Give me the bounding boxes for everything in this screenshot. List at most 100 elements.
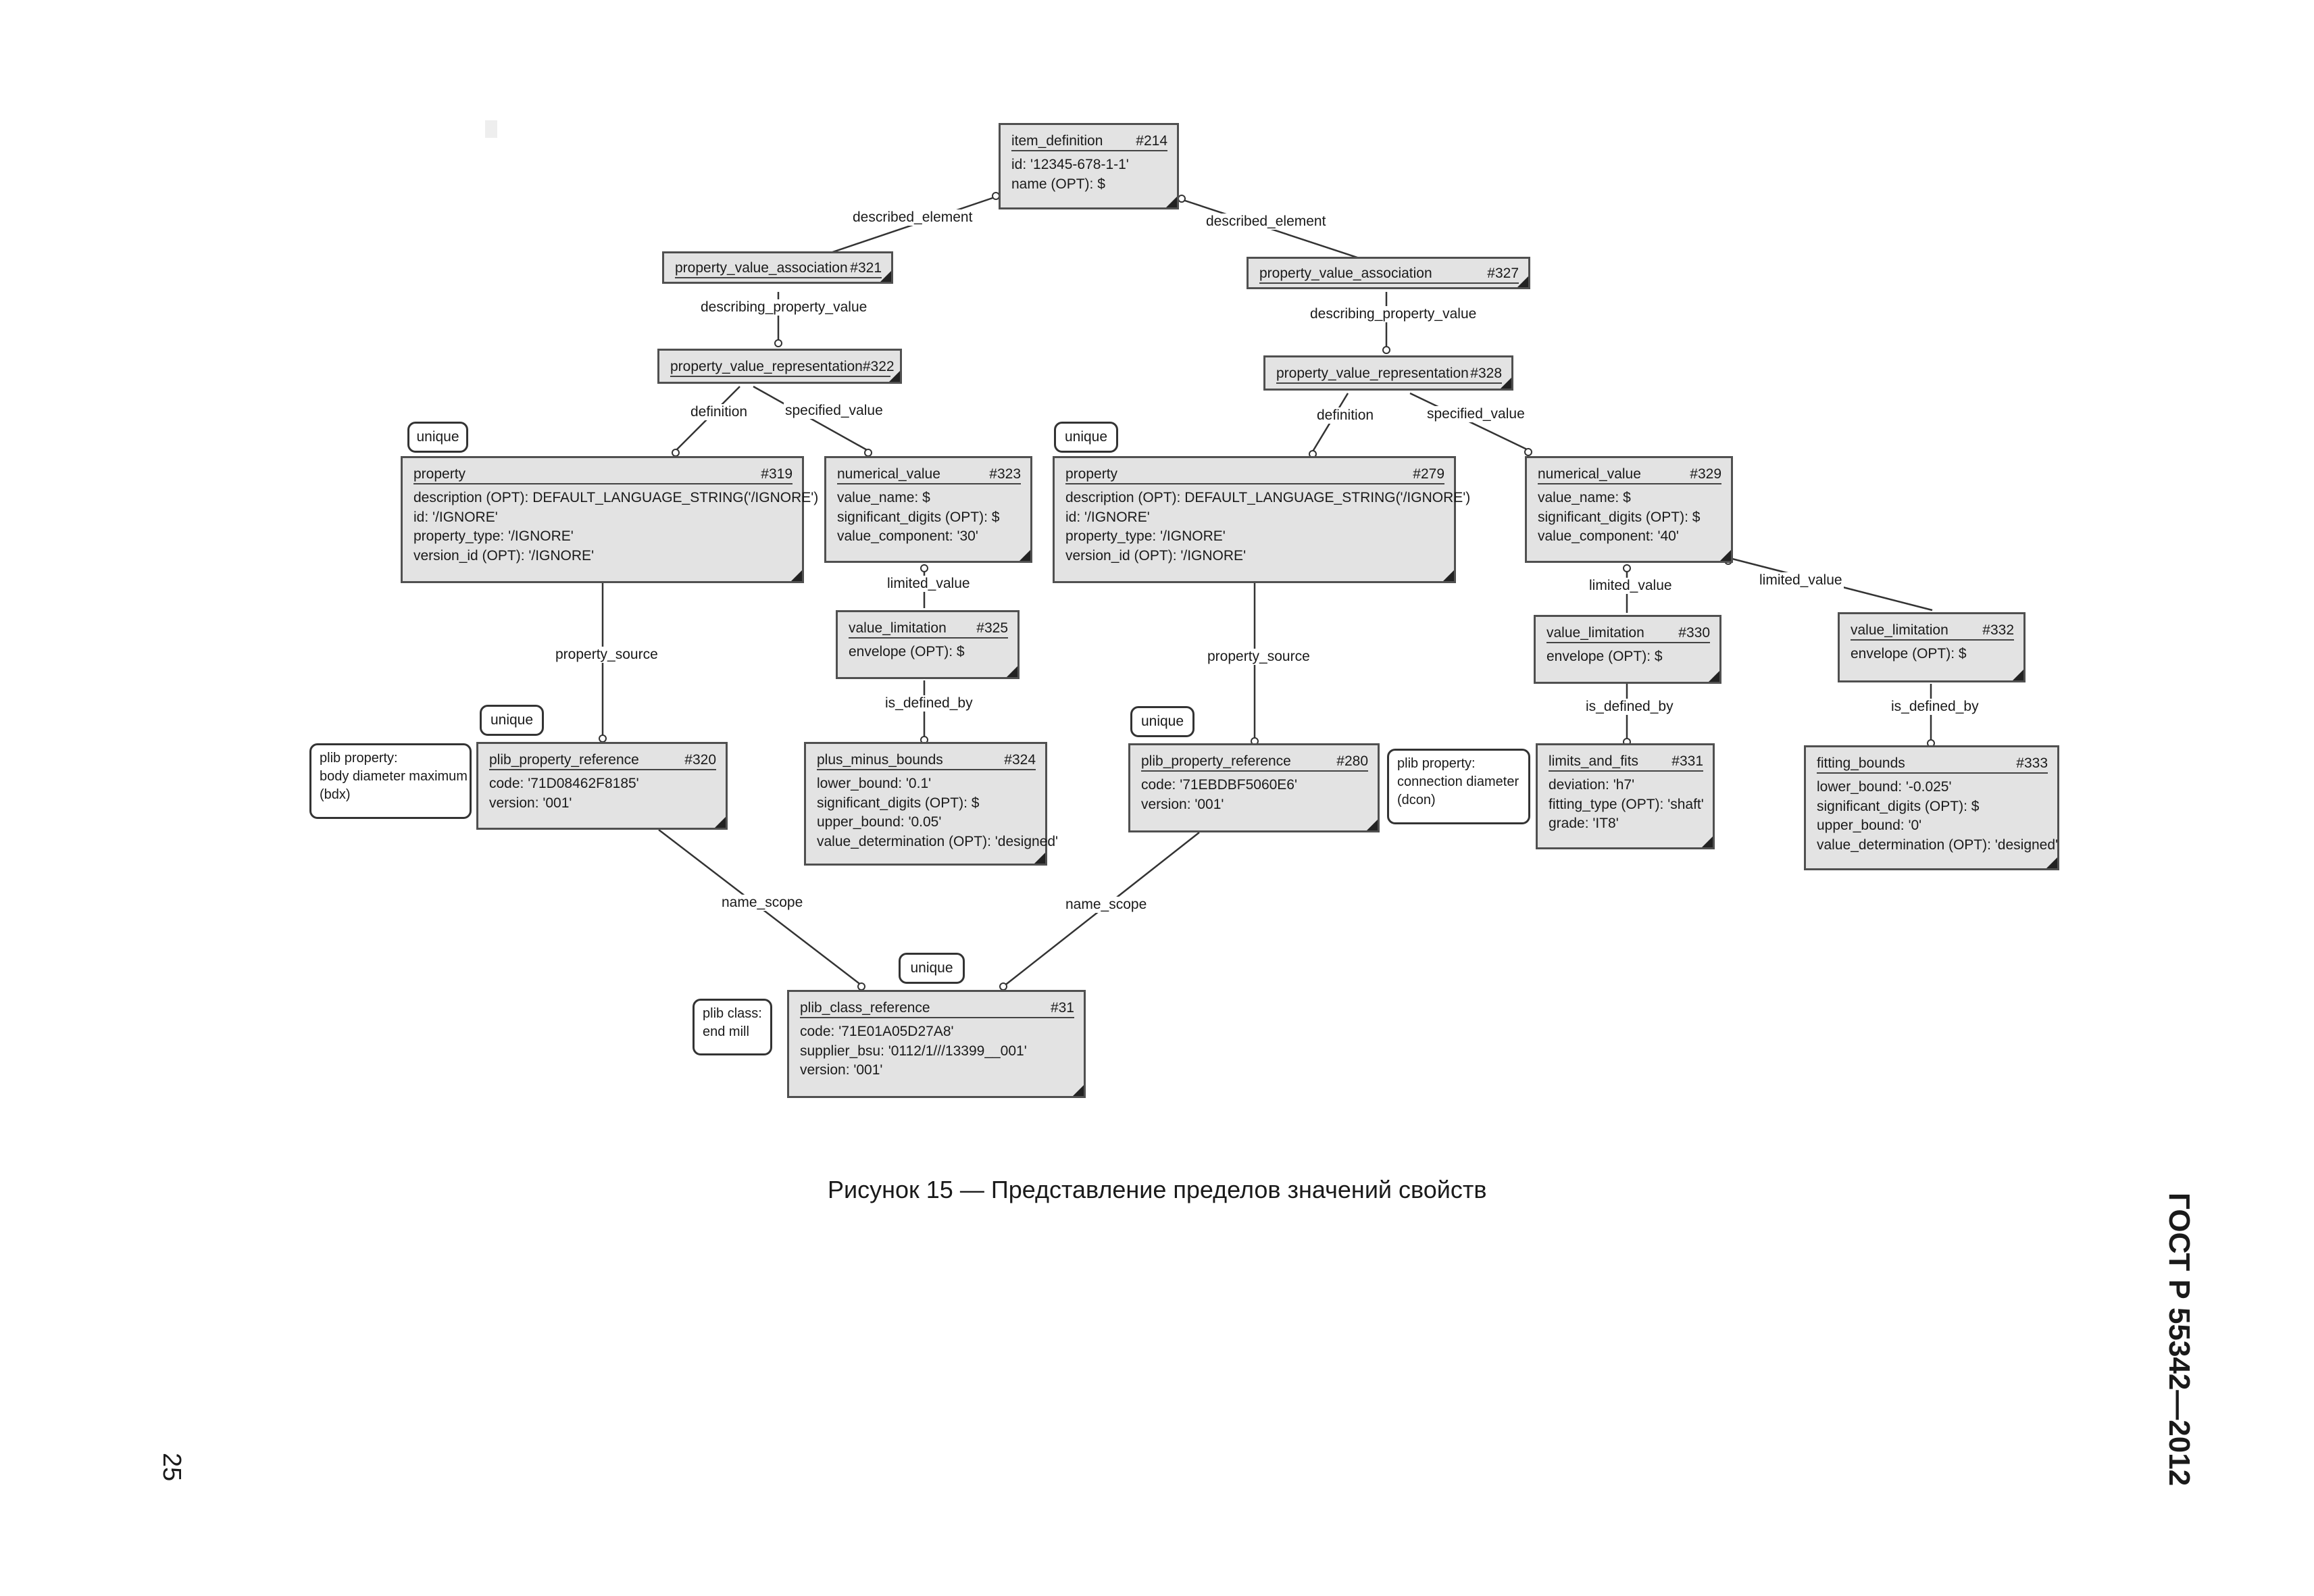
entity-name: fitting_bounds xyxy=(1817,755,1905,771)
entity-id: #332 xyxy=(1982,622,2014,638)
relation-label-name-scope: name_scope xyxy=(720,895,805,911)
entity-plus-minus-bounds-324: plus_minus_bounds #324 lower_bound: '0.1'… xyxy=(804,742,1059,866)
entity-name: plib_property_reference xyxy=(489,752,639,768)
relation-label-limited-value: limited_value xyxy=(886,576,972,592)
entity-attribute: value_determination (OPT): 'designed' xyxy=(817,833,1059,849)
entity-attribute: significant_digits (OPT): $ xyxy=(817,795,980,811)
entity-id: #323 xyxy=(989,466,1021,482)
relation-label-is-defined-by: is_defined_by xyxy=(884,695,974,712)
entity-id: #327 xyxy=(1487,266,1519,281)
relation-label-definition: definition xyxy=(1315,407,1376,424)
relation-label-described-element: described_element xyxy=(851,209,974,226)
entity-numerical-value-329: numerical_value #329 value_name: $ signif… xyxy=(1525,456,1733,563)
entity-property-value-association-321: property_value_association#321 xyxy=(662,251,893,284)
entity-attribute: lower_bound: '-0.025' xyxy=(1817,779,1952,795)
entity-value-limitation-330: value_limitation #330 envelope (OPT): $ xyxy=(1534,615,1721,684)
entity-name: property_value_association xyxy=(1259,266,1432,281)
relation-label-specified-value: specified_value xyxy=(784,403,884,419)
unique-tag: unique xyxy=(1054,422,1118,453)
plib-property-note: plib property: connection diameter (dcon… xyxy=(1387,749,1530,824)
entity-name: property_value_association xyxy=(675,260,848,276)
entity-property-319: property#319 description (OPT): DEFAULT_… xyxy=(401,456,818,583)
relation-label-name-scope: name_scope xyxy=(1064,897,1149,913)
entity-id: #279 xyxy=(1413,466,1444,482)
entity-attribute: id: '/IGNORE' xyxy=(413,509,498,525)
entity-attribute: version: '001' xyxy=(1141,796,1224,812)
entity-id: #325 xyxy=(976,620,1008,636)
entity-attribute: version: '001' xyxy=(800,1062,883,1078)
entity-attribute: significant_digits (OPT): $ xyxy=(1817,798,1980,814)
entity-id: #333 xyxy=(2016,755,2048,771)
entity-attribute: code: '71D08462F8185' xyxy=(489,776,639,791)
entity-id: #330 xyxy=(1678,625,1710,641)
entity-item-definition-214: item_definition#214 id: '12345-678-1-1'n… xyxy=(999,123,1179,209)
entity-attribute: supplier_bsu: '0112/1///13399__001' xyxy=(800,1043,1027,1059)
scan-mark xyxy=(485,120,497,138)
entity-plib-property-reference-280: plib_property_reference#280 code: '71EBD… xyxy=(1128,743,1380,832)
entity-id: #324 xyxy=(1004,752,1036,768)
entity-attribute: lower_bound: '0.1' xyxy=(817,776,932,791)
entity-attribute: version_id (OPT): '/IGNORE' xyxy=(413,547,595,564)
entity-attribute: id: '12345-678-1-1' xyxy=(1011,157,1129,172)
entity-id: #321 xyxy=(850,260,882,276)
entity-attribute: upper_bound: '0.05' xyxy=(817,814,942,830)
entity-name: plus_minus_bounds xyxy=(817,752,943,768)
entity-value-limitation-325: value_limitation #325 envelope (OPT): $ xyxy=(836,610,1020,679)
unique-tag: unique xyxy=(480,705,544,736)
entity-name: numerical_value xyxy=(1538,466,1641,482)
entity-id: #214 xyxy=(1136,133,1167,149)
entity-attribute: envelope (OPT): $ xyxy=(1546,649,1663,664)
entity-name: limits_and_fits xyxy=(1549,753,1639,769)
relation-label-is-defined-by: is_defined_by xyxy=(1890,699,1980,715)
relation-label-definition: definition xyxy=(689,404,749,420)
entity-id: #319 xyxy=(761,466,793,482)
entity-id: #331 xyxy=(1671,753,1703,769)
page-number: 25 xyxy=(157,1453,186,1482)
entity-attribute: code: '71EBDBF5060E6' xyxy=(1141,777,1297,793)
entity-name: value_limitation xyxy=(849,620,947,636)
document-code: ГОСТ Р 55342—2012 xyxy=(2163,1193,2196,1487)
entity-attribute: value_name: $ xyxy=(837,490,930,505)
entity-id: #328 xyxy=(1470,366,1502,381)
entity-name: property xyxy=(413,466,466,482)
entity-plib-class-reference-31: plib_class_reference#31 code: '71E01A05D… xyxy=(787,990,1086,1098)
plib-property-note: plib property: body diameter maximum (bd… xyxy=(309,743,472,819)
relation-label-describing-property-value: describing_property_value xyxy=(699,299,869,316)
relation-label-describing-property-value: describing_property_value xyxy=(1309,306,1478,322)
unique-tag: unique xyxy=(899,953,965,984)
entity-property-value-representation-328: property_value_representation#328 xyxy=(1263,355,1513,391)
relation-label-limited-value: limited_value xyxy=(1588,578,1674,594)
entity-name: plib_property_reference xyxy=(1141,753,1291,769)
entity-attribute: value_name: $ xyxy=(1538,490,1631,505)
entity-name: value_limitation xyxy=(1546,625,1644,641)
entity-attribute: deviation: 'h7' xyxy=(1549,777,1635,793)
entity-attribute: significant_digits (OPT): $ xyxy=(1538,509,1701,525)
entity-property-279: property #279 description (OPT): DEFAULT_… xyxy=(1053,456,1471,583)
unique-tag: unique xyxy=(407,422,468,453)
unique-tag: unique xyxy=(1130,706,1194,737)
entity-attribute: value_component: '30' xyxy=(837,528,978,544)
entity-id: #329 xyxy=(1690,466,1721,482)
relation-label-property-source: property_source xyxy=(1206,649,1311,665)
entity-attribute: property_type: '/IGNORE' xyxy=(413,528,574,544)
entity-attribute: significant_digits (OPT): $ xyxy=(837,509,1000,525)
plib-class-note: plib class: end mill xyxy=(693,999,772,1055)
relation-label-property-source: property_source xyxy=(554,647,659,663)
figure-caption: Рисунок 15 — Представление пределов знач… xyxy=(828,1176,1487,1203)
entity-attribute: envelope (OPT): $ xyxy=(849,644,965,659)
entity-attribute: value_determination (OPT): 'designed' xyxy=(1817,837,2059,853)
entity-attribute: version_id (OPT): '/IGNORE' xyxy=(1065,547,1247,564)
entity-id: #31 xyxy=(1050,1000,1074,1016)
entity-attribute: property_type: '/IGNORE' xyxy=(1065,528,1226,544)
entity-name: item_definition xyxy=(1011,133,1103,149)
entity-value-limitation-332: value_limitation#332 envelope (OPT): $ xyxy=(1838,612,2026,682)
entity-name: property xyxy=(1065,466,1118,482)
entity-property-value-representation-322: property_value_representation#322 xyxy=(657,349,902,384)
entity-fitting-bounds-333: fitting_bounds #333 lower_bound: '-0.025'… xyxy=(1804,745,2059,870)
relation-label-described-element: described_element xyxy=(1205,214,1328,230)
entity-attribute: envelope (OPT): $ xyxy=(1851,646,1967,662)
entity-attribute: description (OPT): DEFAULT_LANGUAGE_STRI… xyxy=(1065,490,1471,505)
relation-label-is-defined-by: is_defined_by xyxy=(1584,699,1675,715)
entity-name: plib_class_reference xyxy=(800,1000,930,1016)
